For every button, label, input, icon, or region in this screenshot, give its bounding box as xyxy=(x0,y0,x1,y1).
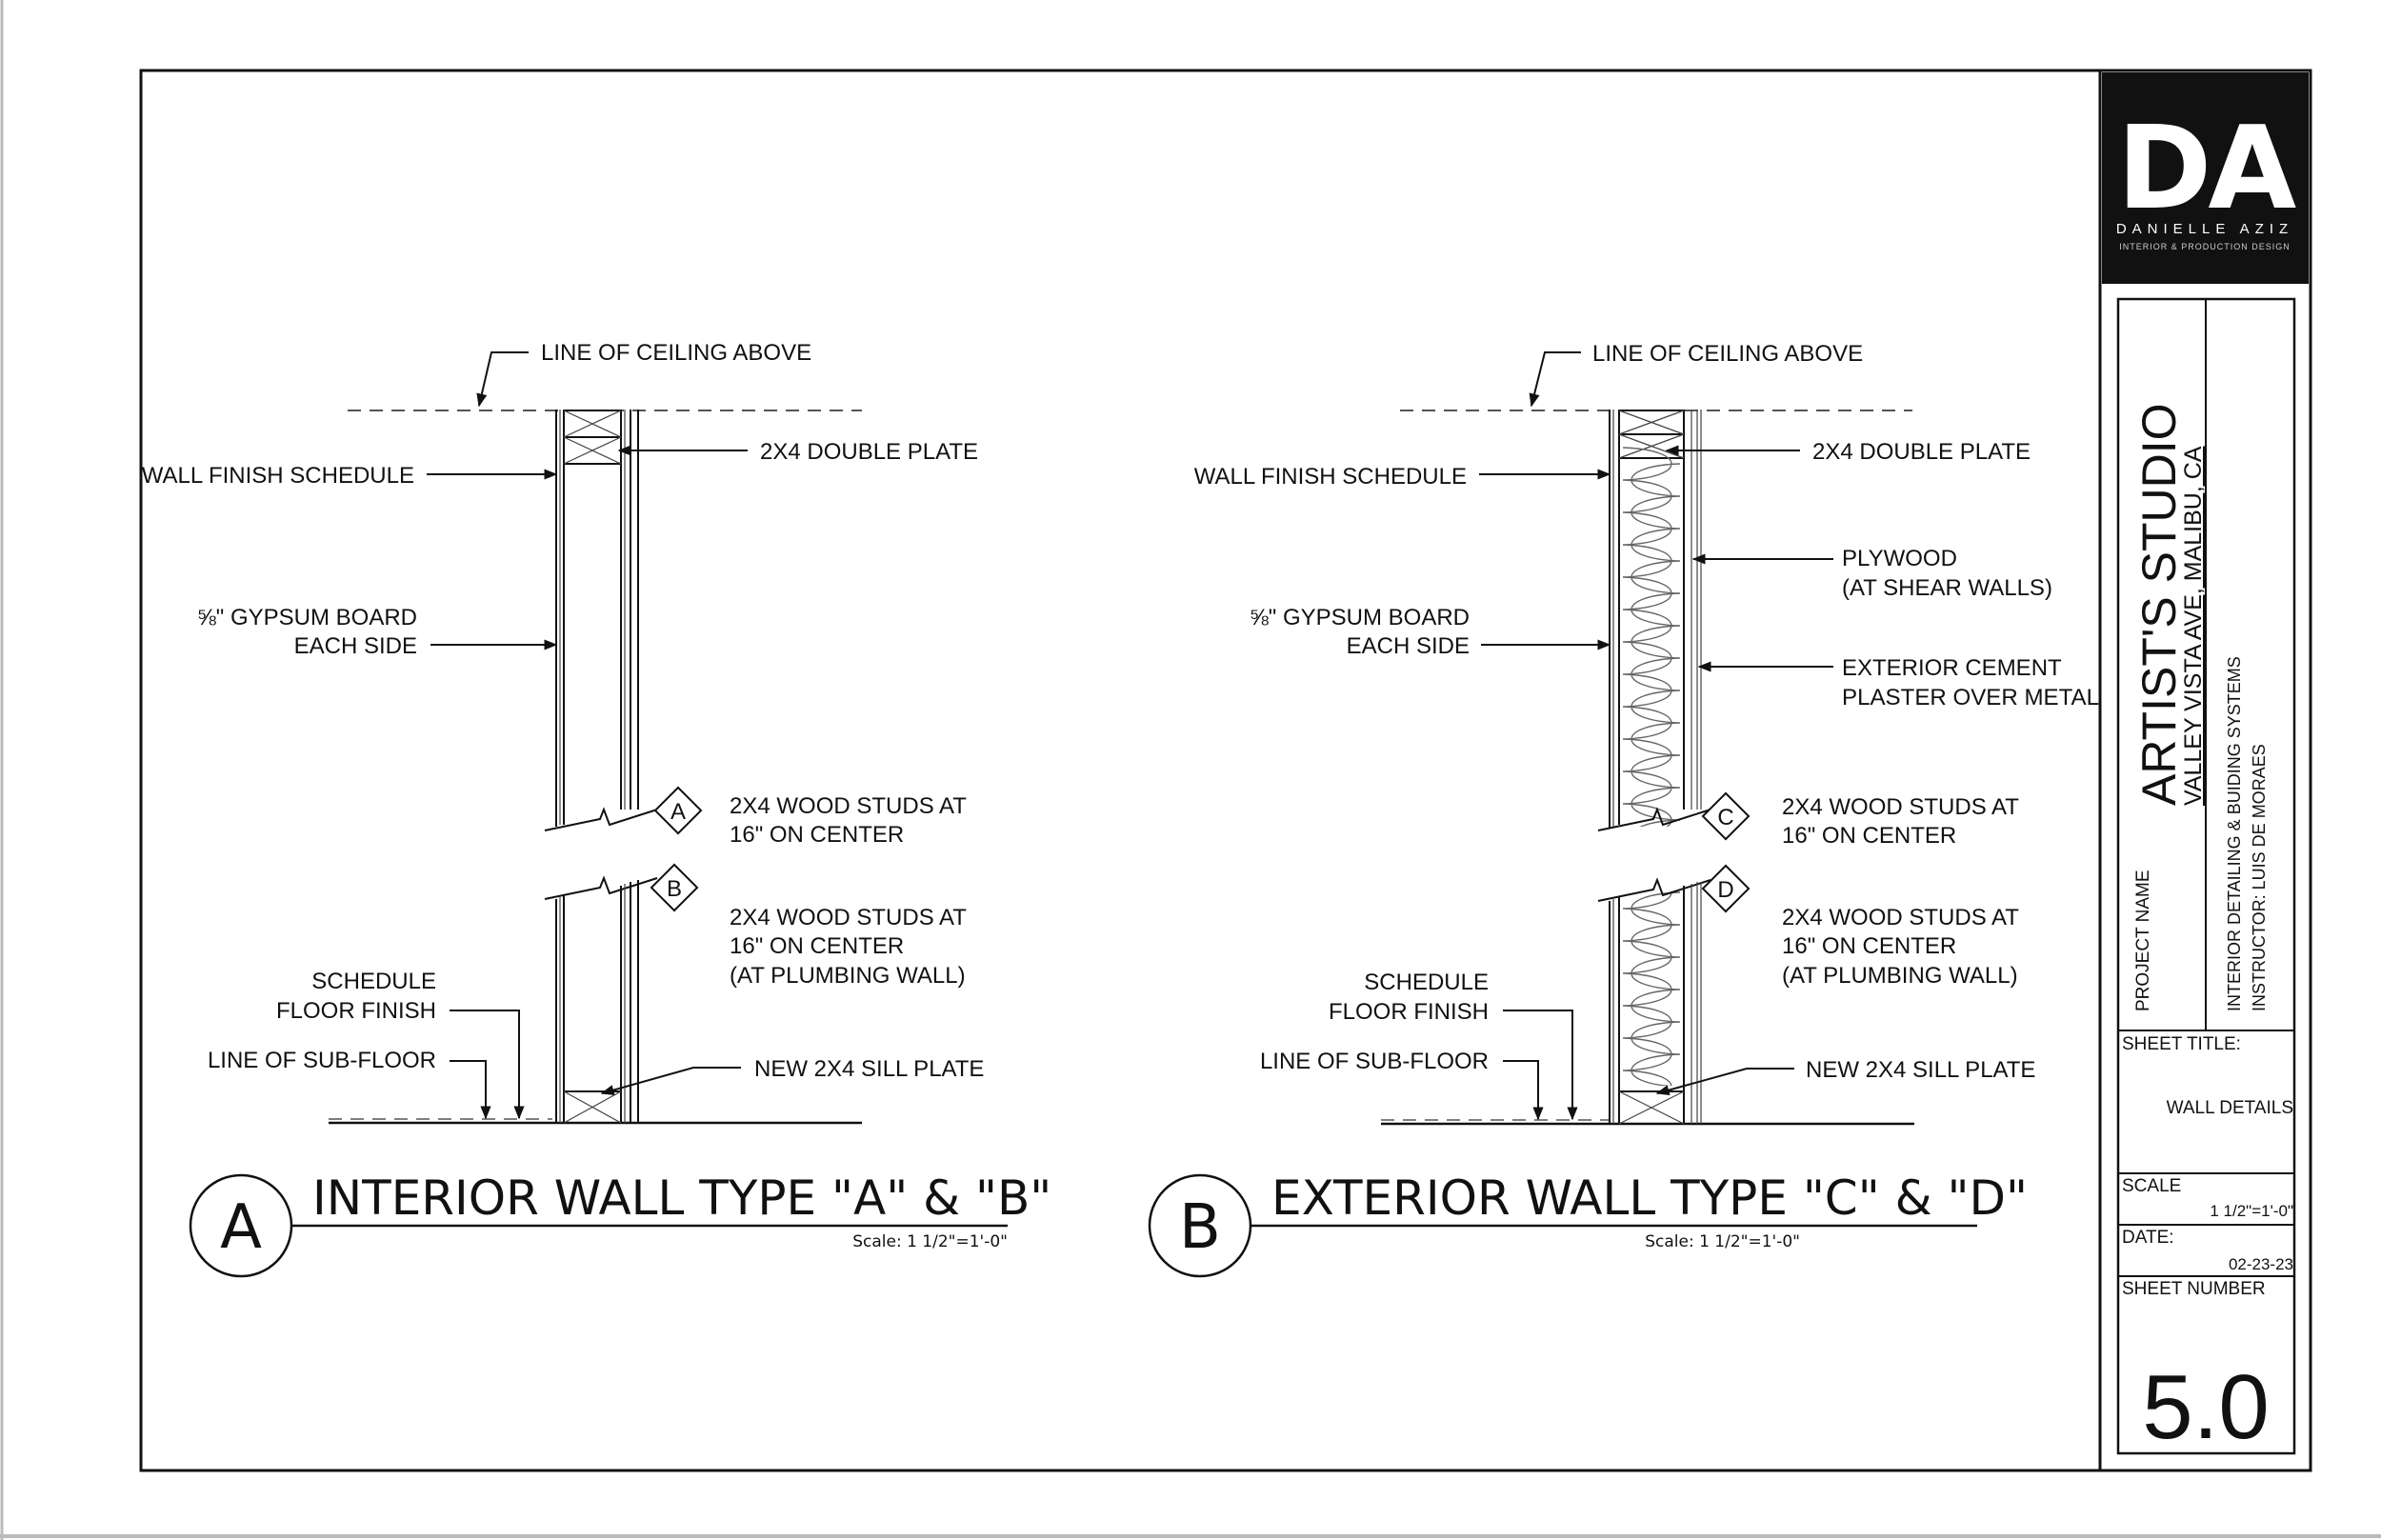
batt-insulation-lower xyxy=(1623,891,1681,1086)
svg-text:B: B xyxy=(667,876,682,902)
logo-panel xyxy=(2102,72,2309,284)
interior-wall-section xyxy=(544,410,658,1124)
wall-tag-a: A xyxy=(653,786,703,835)
label-gypsum-1: ⅝" GYPSUM BOARD xyxy=(197,605,417,630)
detail-letter-a: A xyxy=(220,1192,262,1263)
course-name: INTERIOR DETAILING & BUIDING SYSTEMS xyxy=(2225,656,2244,1011)
scale-label: SCALE xyxy=(2122,1176,2181,1196)
detail-a: A B LINE OF CEILING ABOVE 2X4 DOUBLE PLA… xyxy=(142,340,1051,1278)
label-studs-2c: (AT PLUMBING WALL) xyxy=(1782,963,2018,989)
wall-tag-b: B xyxy=(650,863,699,912)
label-sill-plate: NEW 2X4 SILL PLATE xyxy=(1806,1057,2035,1083)
sheet-number: 5.0 xyxy=(2142,1356,2269,1458)
label-studs-1a: 2X4 WOOD STUDS AT xyxy=(1782,794,2019,820)
label-gypsum-2: EACH SIDE xyxy=(1347,633,1470,659)
label-floor-finish-2: FLOOR FINISH xyxy=(1329,999,1489,1025)
label-double-plate: 2X4 DOUBLE PLATE xyxy=(760,439,978,465)
svg-text:D: D xyxy=(1717,877,1733,903)
label-sill-plate: NEW 2X4 SILL PLATE xyxy=(754,1056,984,1082)
batt-insulation-upper xyxy=(1623,447,1681,827)
scale-value: 1 1/2"=1'-0" xyxy=(2210,1202,2293,1220)
detail-title-a: INTERIOR WALL TYPE "A" & "B" xyxy=(312,1170,1051,1226)
label-studs-1b: 16" ON CENTER xyxy=(1782,823,1956,849)
label-studs-2a: 2X4 WOOD STUDS AT xyxy=(1782,905,2019,930)
label-studs-2c: (AT PLUMBING WALL) xyxy=(730,963,966,989)
sheet-title: WALL DETAILS xyxy=(2167,1098,2293,1118)
detail-letter-b: B xyxy=(1179,1192,1221,1263)
label-studs-1b: 16" ON CENTER xyxy=(730,822,904,848)
detail-b: C D LINE OF CEILING ABOVE 2X4 DOUBLE PLA… xyxy=(1148,341,2099,1278)
label-studs-2a: 2X4 WOOD STUDS AT xyxy=(730,905,967,930)
sheet-border xyxy=(139,69,2312,1472)
label-plaster-2: PLASTER OVER METAL xyxy=(1842,685,2099,710)
label-plywood-1: PLYWOOD xyxy=(1842,546,1957,571)
label-floor-finish-1: SCHEDULE xyxy=(1364,970,1489,995)
logo-monogram: DA xyxy=(2117,103,2297,235)
exterior-wall-section xyxy=(1597,410,1711,1125)
sheet-title-label: SHEET TITLE: xyxy=(2122,1034,2241,1054)
project-name-label: PROJECT NAME xyxy=(2133,870,2153,1011)
label-ceiling: LINE OF CEILING ABOVE xyxy=(541,340,811,366)
svg-text:A: A xyxy=(670,799,686,825)
wall-tag-d: D xyxy=(1701,864,1751,913)
label-floor-finish-1: SCHEDULE xyxy=(311,969,436,994)
detail-title-b: EXTERIOR WALL TYPE "C" & "D" xyxy=(1271,1170,2028,1226)
svg-text:C: C xyxy=(1717,805,1733,830)
project-address: VALLEY VISTA AVE, MALIBU, CA xyxy=(2180,446,2207,806)
label-plywood-2: (AT SHEAR WALLS) xyxy=(1842,575,2052,601)
logo-tagline: INTERIOR & PRODUCTION DESIGN xyxy=(2119,242,2291,251)
label-double-plate: 2X4 DOUBLE PLATE xyxy=(1812,439,2031,465)
label-subfloor: LINE OF SUB-FLOOR xyxy=(1260,1049,1489,1074)
label-studs-1a: 2X4 WOOD STUDS AT xyxy=(730,793,967,819)
label-studs-2b: 16" ON CENTER xyxy=(1782,933,1956,959)
project-name: ARTIST'S STUDIO xyxy=(2132,403,2186,806)
label-subfloor: LINE OF SUB-FLOOR xyxy=(208,1048,436,1073)
date-label: DATE: xyxy=(2122,1228,2174,1248)
label-plaster-1: EXTERIOR CEMENT xyxy=(1842,655,2062,681)
sheet-number-label: SHEET NUMBER xyxy=(2122,1279,2266,1299)
instructor: INSTRUCTOR: LUIS DE MORAES xyxy=(2250,744,2269,1011)
label-gypsum-1: ⅝" GYPSUM BOARD xyxy=(1250,605,1470,630)
date-value: 02-23-23 xyxy=(2229,1255,2293,1273)
label-gypsum-2: EACH SIDE xyxy=(294,633,417,659)
logo-name: DANIELLE AZIZ xyxy=(2116,221,2293,237)
title-block: DA DANIELLE AZIZ INTERIOR & PRODUCTION D… xyxy=(2102,72,2309,1458)
label-ceiling: LINE OF CEILING ABOVE xyxy=(1592,341,1863,367)
wall-tag-c: C xyxy=(1701,791,1751,841)
label-wall-finish: WALL FINISH SCHEDULE xyxy=(142,463,414,489)
label-wall-finish: WALL FINISH SCHEDULE xyxy=(1194,464,1467,490)
label-floor-finish-2: FLOOR FINISH xyxy=(276,998,436,1024)
detail-scale-b: Scale: 1 1/2"=1'-0" xyxy=(1645,1232,1800,1251)
label-studs-2b: 16" ON CENTER xyxy=(730,933,904,959)
detail-scale-a: Scale: 1 1/2"=1'-0" xyxy=(852,1232,1008,1251)
